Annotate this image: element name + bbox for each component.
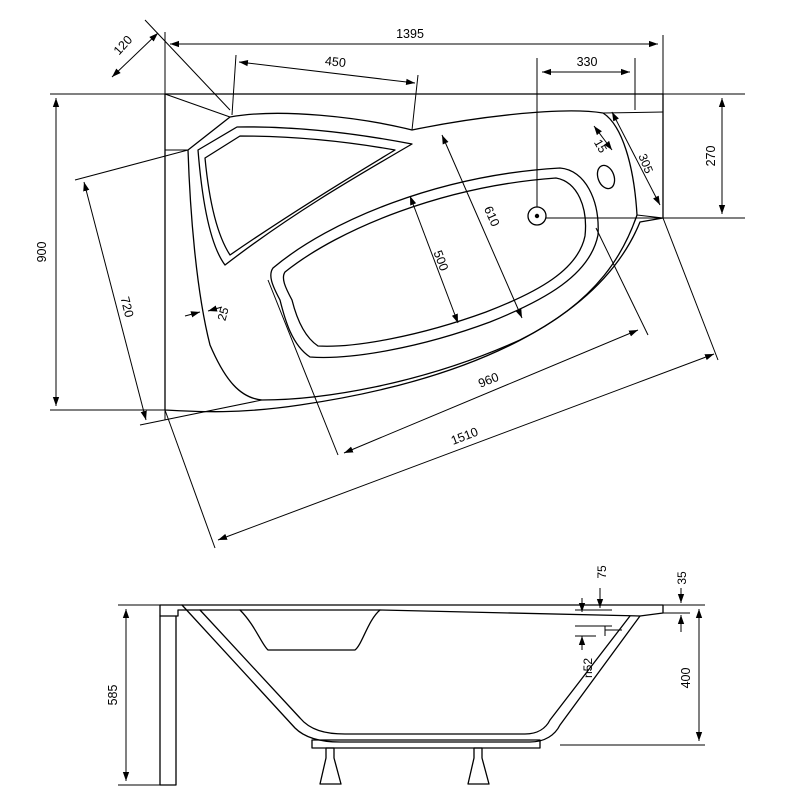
dimension-line-500 (409, 195, 459, 324)
corner-line (164, 93, 231, 118)
dim-label-25: 25 (215, 305, 232, 322)
dim-label-450: 450 (324, 54, 346, 70)
tub-inner-rim (187, 110, 638, 401)
dim-label-270: 270 (704, 146, 718, 167)
top-view: 1395 120 450 330 270 15 305 900 720 (35, 19, 745, 549)
dim-label-1395: 1395 (396, 27, 424, 41)
tub-backrest-panel (197, 126, 413, 266)
dimension-line-25 (207, 305, 223, 312)
tub-outer-rim (164, 93, 664, 413)
foot-left-icon (319, 747, 342, 785)
dimension-line-450 (238, 59, 416, 86)
dim-label-610: 610 (481, 204, 502, 229)
dimension-line-720 (83, 181, 147, 421)
dim-label-500: 500 (431, 248, 451, 272)
side-tub-body (181, 604, 641, 743)
dimension-line-610 (441, 134, 523, 319)
side-apron (159, 615, 177, 786)
dim-label-1510: 1510 (449, 425, 480, 448)
dim-label-400: 400 (679, 668, 693, 689)
foot-right-icon (467, 747, 490, 785)
side-base-frame (311, 739, 541, 749)
dim-label-900: 900 (35, 242, 49, 263)
drain-center (534, 213, 540, 219)
dim-label-305: 305 (635, 152, 656, 176)
dimension-line-1510 (217, 353, 715, 541)
dimension-line-120 (111, 32, 159, 78)
tub-backrest-inner (204, 135, 396, 256)
side-tub-inner (199, 609, 631, 735)
dim-label-75: 75 (595, 565, 609, 579)
dim-label-35: 35 (675, 571, 689, 585)
dim-label-960: 960 (476, 370, 501, 391)
dim-label-585: 585 (106, 685, 120, 706)
dim-label-n52: n52 (581, 658, 595, 678)
dimension-line-960 (343, 329, 639, 454)
tap-hole-icon (596, 164, 616, 190)
dimension-line-305 (611, 111, 661, 206)
dimension-line-15 (593, 125, 613, 151)
dim-label-15: 15 (591, 137, 610, 156)
dim-label-720: 720 (118, 295, 137, 319)
dim-label-330: 330 (577, 55, 598, 69)
side-seat (239, 609, 381, 651)
side-view: 585 400 35 75 n52 (106, 565, 705, 786)
dim-label-120: 120 (111, 33, 135, 58)
